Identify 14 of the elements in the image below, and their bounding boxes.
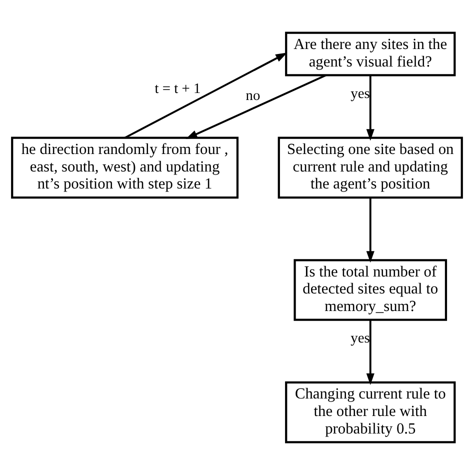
node-box: he direction randomly from four , east, south, west) and updating nt’s position with step size 1 [11, 136, 239, 198]
node-box: Is the total number of detected sites equal to memory_sum? [294, 258, 448, 320]
edge-label: yes [350, 85, 370, 102]
edge-label: no [246, 88, 260, 104]
arrow [186, 74, 326, 138]
node-box: Are there any sites in the agent’s visual field? [285, 31, 456, 76]
edge-label: t = t + 1 [154, 80, 201, 96]
arrow [366, 74, 374, 140]
edge-label: yes [350, 330, 370, 346]
arrow [366, 320, 374, 384]
arrow [366, 197, 374, 262]
arrow [124, 52, 288, 138]
node-box: Changing current rule to the other rule with probability 0.5 [285, 380, 456, 443]
node-box: Selecting one site based on current rule and updating the agent’s position [278, 136, 463, 198]
